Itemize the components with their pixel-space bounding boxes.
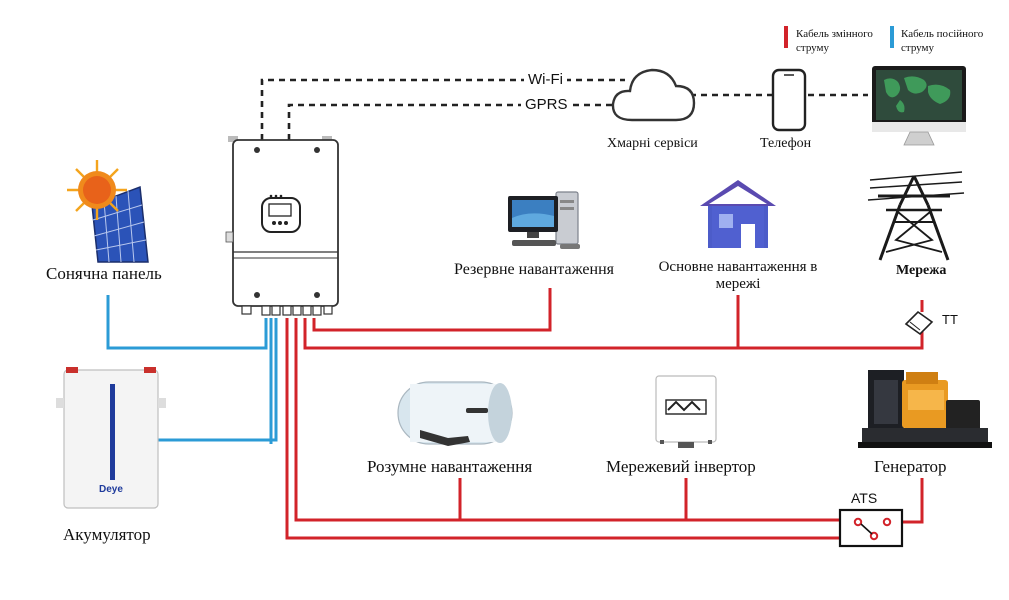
cloud-icon xyxy=(611,68,696,122)
backup-load-icon xyxy=(508,191,580,249)
comm-lines xyxy=(260,78,868,140)
ats-label: ATS xyxy=(851,490,878,506)
legend-ac-label: Кабель змінного струму xyxy=(796,28,873,54)
main-load-house-icon xyxy=(700,180,776,248)
grid-inverter-icon xyxy=(655,375,717,448)
wifi-line xyxy=(260,78,625,140)
sun-icon xyxy=(67,160,127,220)
battery-dc-cable-1 xyxy=(155,318,278,442)
battery-icon xyxy=(56,367,166,509)
grid-ats-cable xyxy=(285,318,872,540)
backup-load-cable xyxy=(312,288,552,332)
monitor-icon xyxy=(872,66,966,146)
smart-load-label: Розумне навантаження xyxy=(367,457,533,476)
gprs-label: GPRS xyxy=(521,96,572,113)
grid-cable xyxy=(303,318,924,350)
main-load-label: Основне навантаження в мережі xyxy=(658,259,818,292)
cloud-label: Хмарні сервіси xyxy=(607,136,698,151)
grid-tower-icon xyxy=(867,171,965,261)
smart-load-boiler-icon xyxy=(397,381,513,446)
phone-icon xyxy=(771,68,807,132)
generator-icon xyxy=(858,370,992,448)
ct-label: TT xyxy=(942,312,958,327)
solar-dc-cable xyxy=(106,295,268,350)
inverter-display xyxy=(261,194,301,233)
solar-panel-icon xyxy=(67,160,149,263)
hybrid-inverter xyxy=(225,136,339,316)
generator-label: Генератор xyxy=(874,457,947,476)
grid-inverter-label: Мережевий інвертор xyxy=(606,457,756,476)
inverter-ports xyxy=(241,305,333,316)
ct-sensor-icon xyxy=(904,310,934,336)
legend-dc-marker xyxy=(890,26,894,48)
grid-label: Мережа xyxy=(896,263,947,278)
wifi-label: Wi-Fi xyxy=(524,71,567,88)
ats-box xyxy=(838,508,904,548)
generator-port-cable xyxy=(294,318,858,522)
solar-label: Сонячна панель xyxy=(46,264,162,283)
battery-brand: Deye xyxy=(99,484,123,495)
gprs-line xyxy=(287,103,625,140)
ac-cables xyxy=(285,288,924,540)
backup-load-label: Резервне навантаження xyxy=(454,261,615,278)
legend-ac-marker xyxy=(784,26,788,48)
phone-label: Телефон xyxy=(760,136,812,151)
dc-cables xyxy=(106,295,278,444)
battery-label: Акумулятор xyxy=(63,525,151,544)
legend-dc-label: Кабель посійного струму xyxy=(901,28,984,54)
